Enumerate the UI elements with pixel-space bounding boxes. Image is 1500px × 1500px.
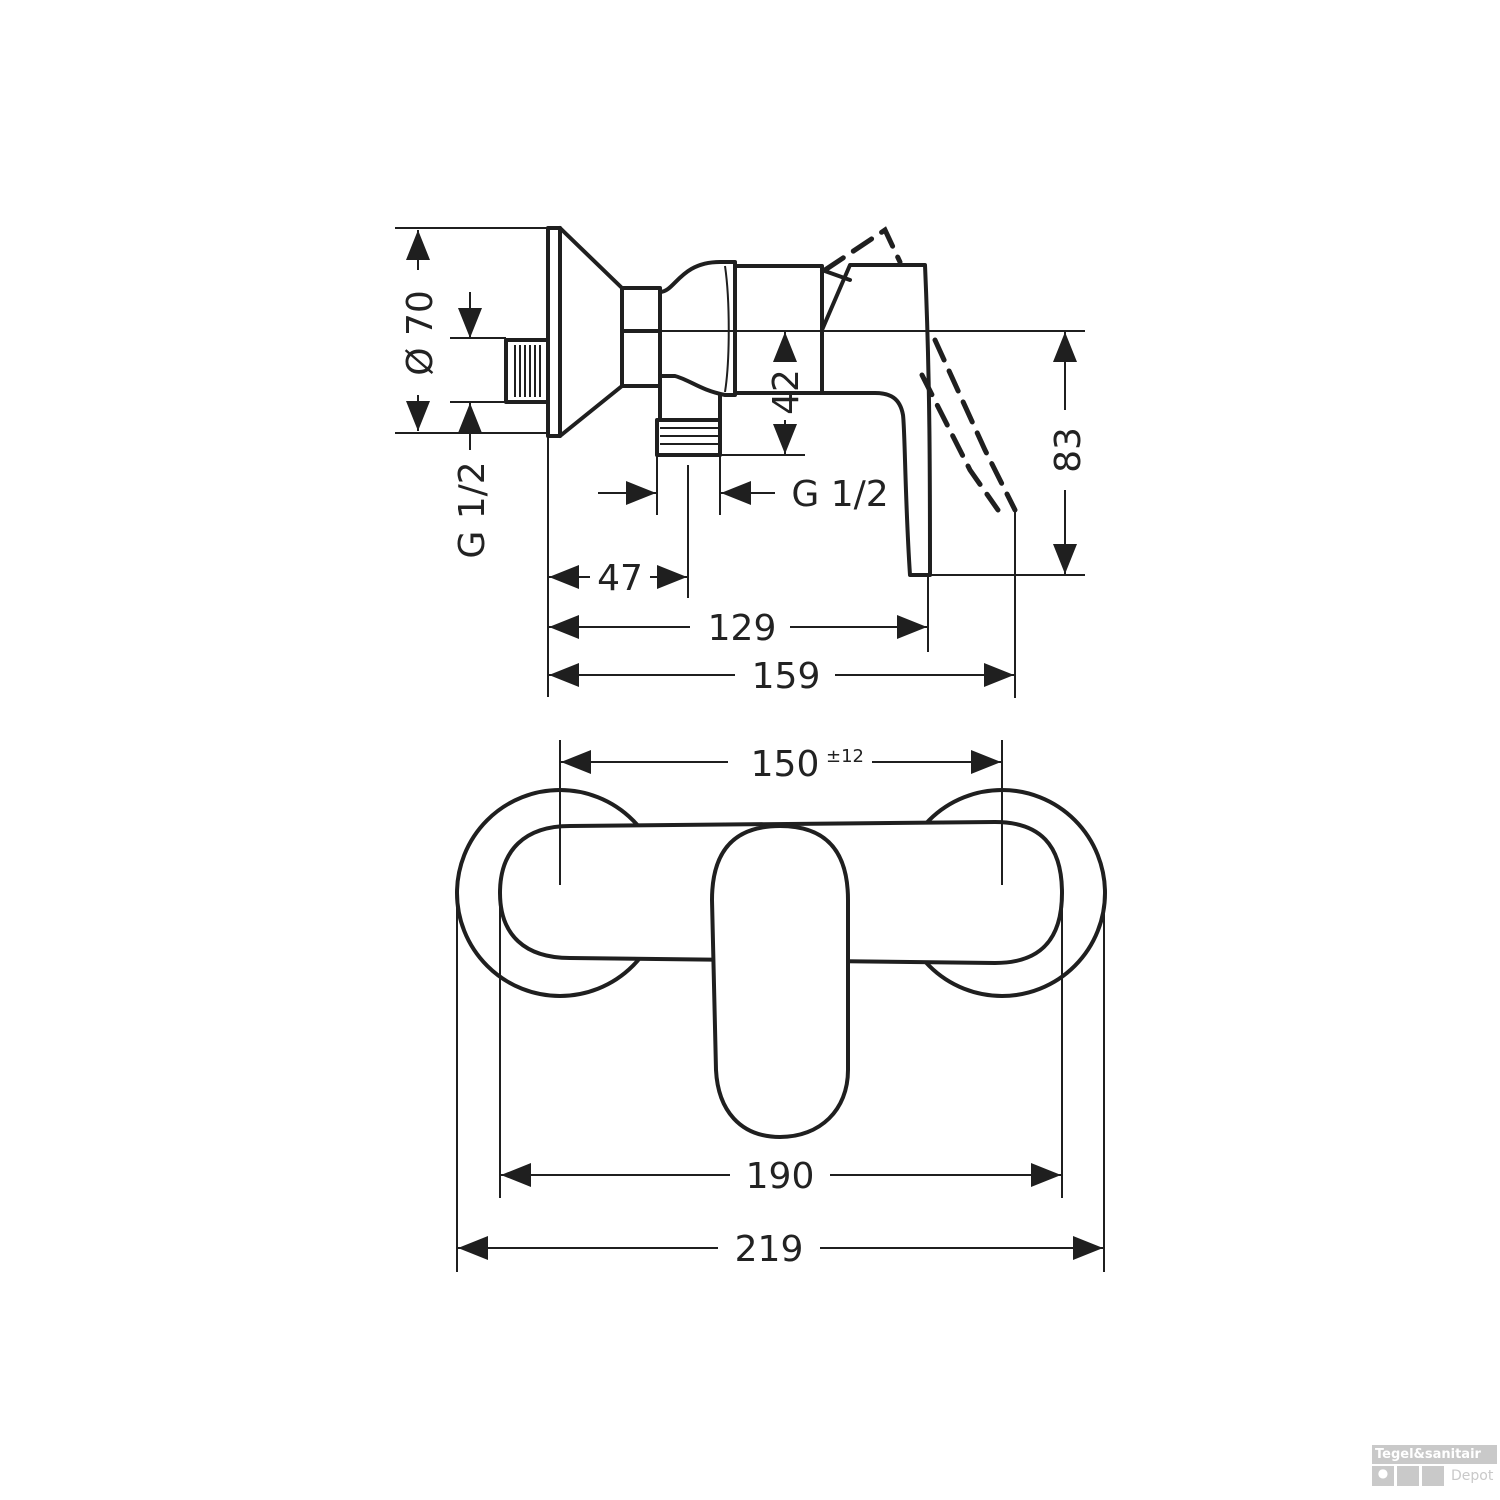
dim-lever-height-83: 83 [1048,427,1089,473]
dim-depth-129: 129 [708,608,777,649]
dim-depth-159: 159 [752,656,821,697]
drop-icon: ● [1372,1466,1394,1486]
dim-width-219: 219 [735,1229,804,1270]
dim-centre-distance-150: 150 [751,744,820,785]
hex-nut [620,286,662,388]
logo-tile [1397,1466,1419,1486]
dim-diameter-70: Ø 70 [400,290,441,376]
watermark-line2: Depot [1451,1468,1494,1484]
dim-outlet-thread: G 1/2 [791,474,888,515]
dim-width-190: 190 [746,1156,815,1197]
flange-cone [558,226,624,438]
front-view: 150 ±12 190 219 [455,740,1107,1272]
valve-cap [658,260,737,397]
watermark-line1: Tegel&sanitair [1372,1445,1497,1464]
dim-inlet-thread: G 1/2 [452,461,493,558]
outlet-spout [655,374,722,457]
watermark-logo: Tegel&sanitair ● Depot [1372,1445,1497,1486]
wall-flange [546,226,562,438]
lever-open-position [822,226,903,273]
side-view: Ø 70 G 1/2 42 G 1/2 83 47 129 159 [395,226,1089,698]
inlet-thread [504,338,550,404]
dim-offset-47: 47 [597,558,643,599]
lever-side [820,263,932,577]
dim-outlet-height-42: 42 [766,369,807,415]
dim-centre-tolerance: ±12 [826,746,864,767]
logo-tile [1422,1466,1444,1486]
lever-front [710,824,850,1139]
